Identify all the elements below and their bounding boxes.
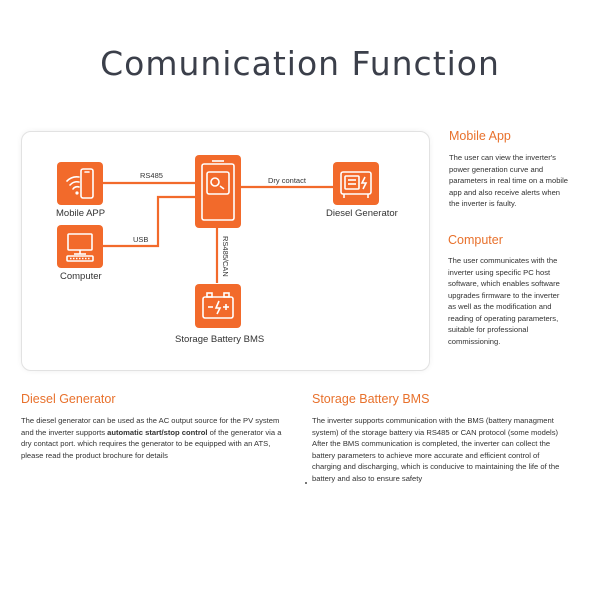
computer-icon bbox=[66, 232, 94, 262]
computer-label: Computer bbox=[60, 271, 102, 282]
battery-label: Storage Battery BMS bbox=[175, 334, 265, 345]
diesel-generator-text: The diesel generator can be used as the … bbox=[21, 416, 282, 460]
mobile-app-heading: Mobile App bbox=[449, 129, 511, 143]
rs485-link-label: RS485 bbox=[140, 171, 163, 180]
battery-icon bbox=[202, 292, 234, 319]
mobile-wifi-icon bbox=[66, 167, 94, 199]
mobile-app-tile bbox=[57, 162, 103, 205]
rs485-can-link-label: RS485/CAN bbox=[221, 236, 230, 277]
dry-contact-link-label: Dry contact bbox=[268, 176, 306, 185]
diesel-generator-label: Diesel Generator bbox=[326, 208, 398, 219]
computer-heading: Computer bbox=[448, 233, 503, 247]
inverter-tile bbox=[195, 155, 241, 228]
mobile-app-label: Mobile APP bbox=[56, 208, 106, 219]
diesel-generator-tile bbox=[333, 162, 379, 205]
page-title: Comunication Function bbox=[100, 44, 500, 83]
computer-text: The user communicates with the inverter … bbox=[448, 256, 560, 346]
bms-heading: Storage Battery BMS bbox=[312, 392, 430, 406]
battery-tile bbox=[195, 284, 241, 328]
usb-link-line bbox=[103, 195, 196, 248]
stray-dot bbox=[305, 482, 307, 484]
inverter-icon bbox=[201, 159, 235, 221]
computer-tile bbox=[57, 225, 103, 268]
mobile-app-text: The user can view the inverter's power g… bbox=[449, 153, 569, 208]
diesel-generator-heading: Diesel Generator bbox=[21, 392, 116, 406]
usb-link-label: USB bbox=[133, 235, 149, 244]
generator-icon bbox=[340, 170, 372, 198]
bms-text: The inverter supports communication with… bbox=[312, 416, 560, 483]
